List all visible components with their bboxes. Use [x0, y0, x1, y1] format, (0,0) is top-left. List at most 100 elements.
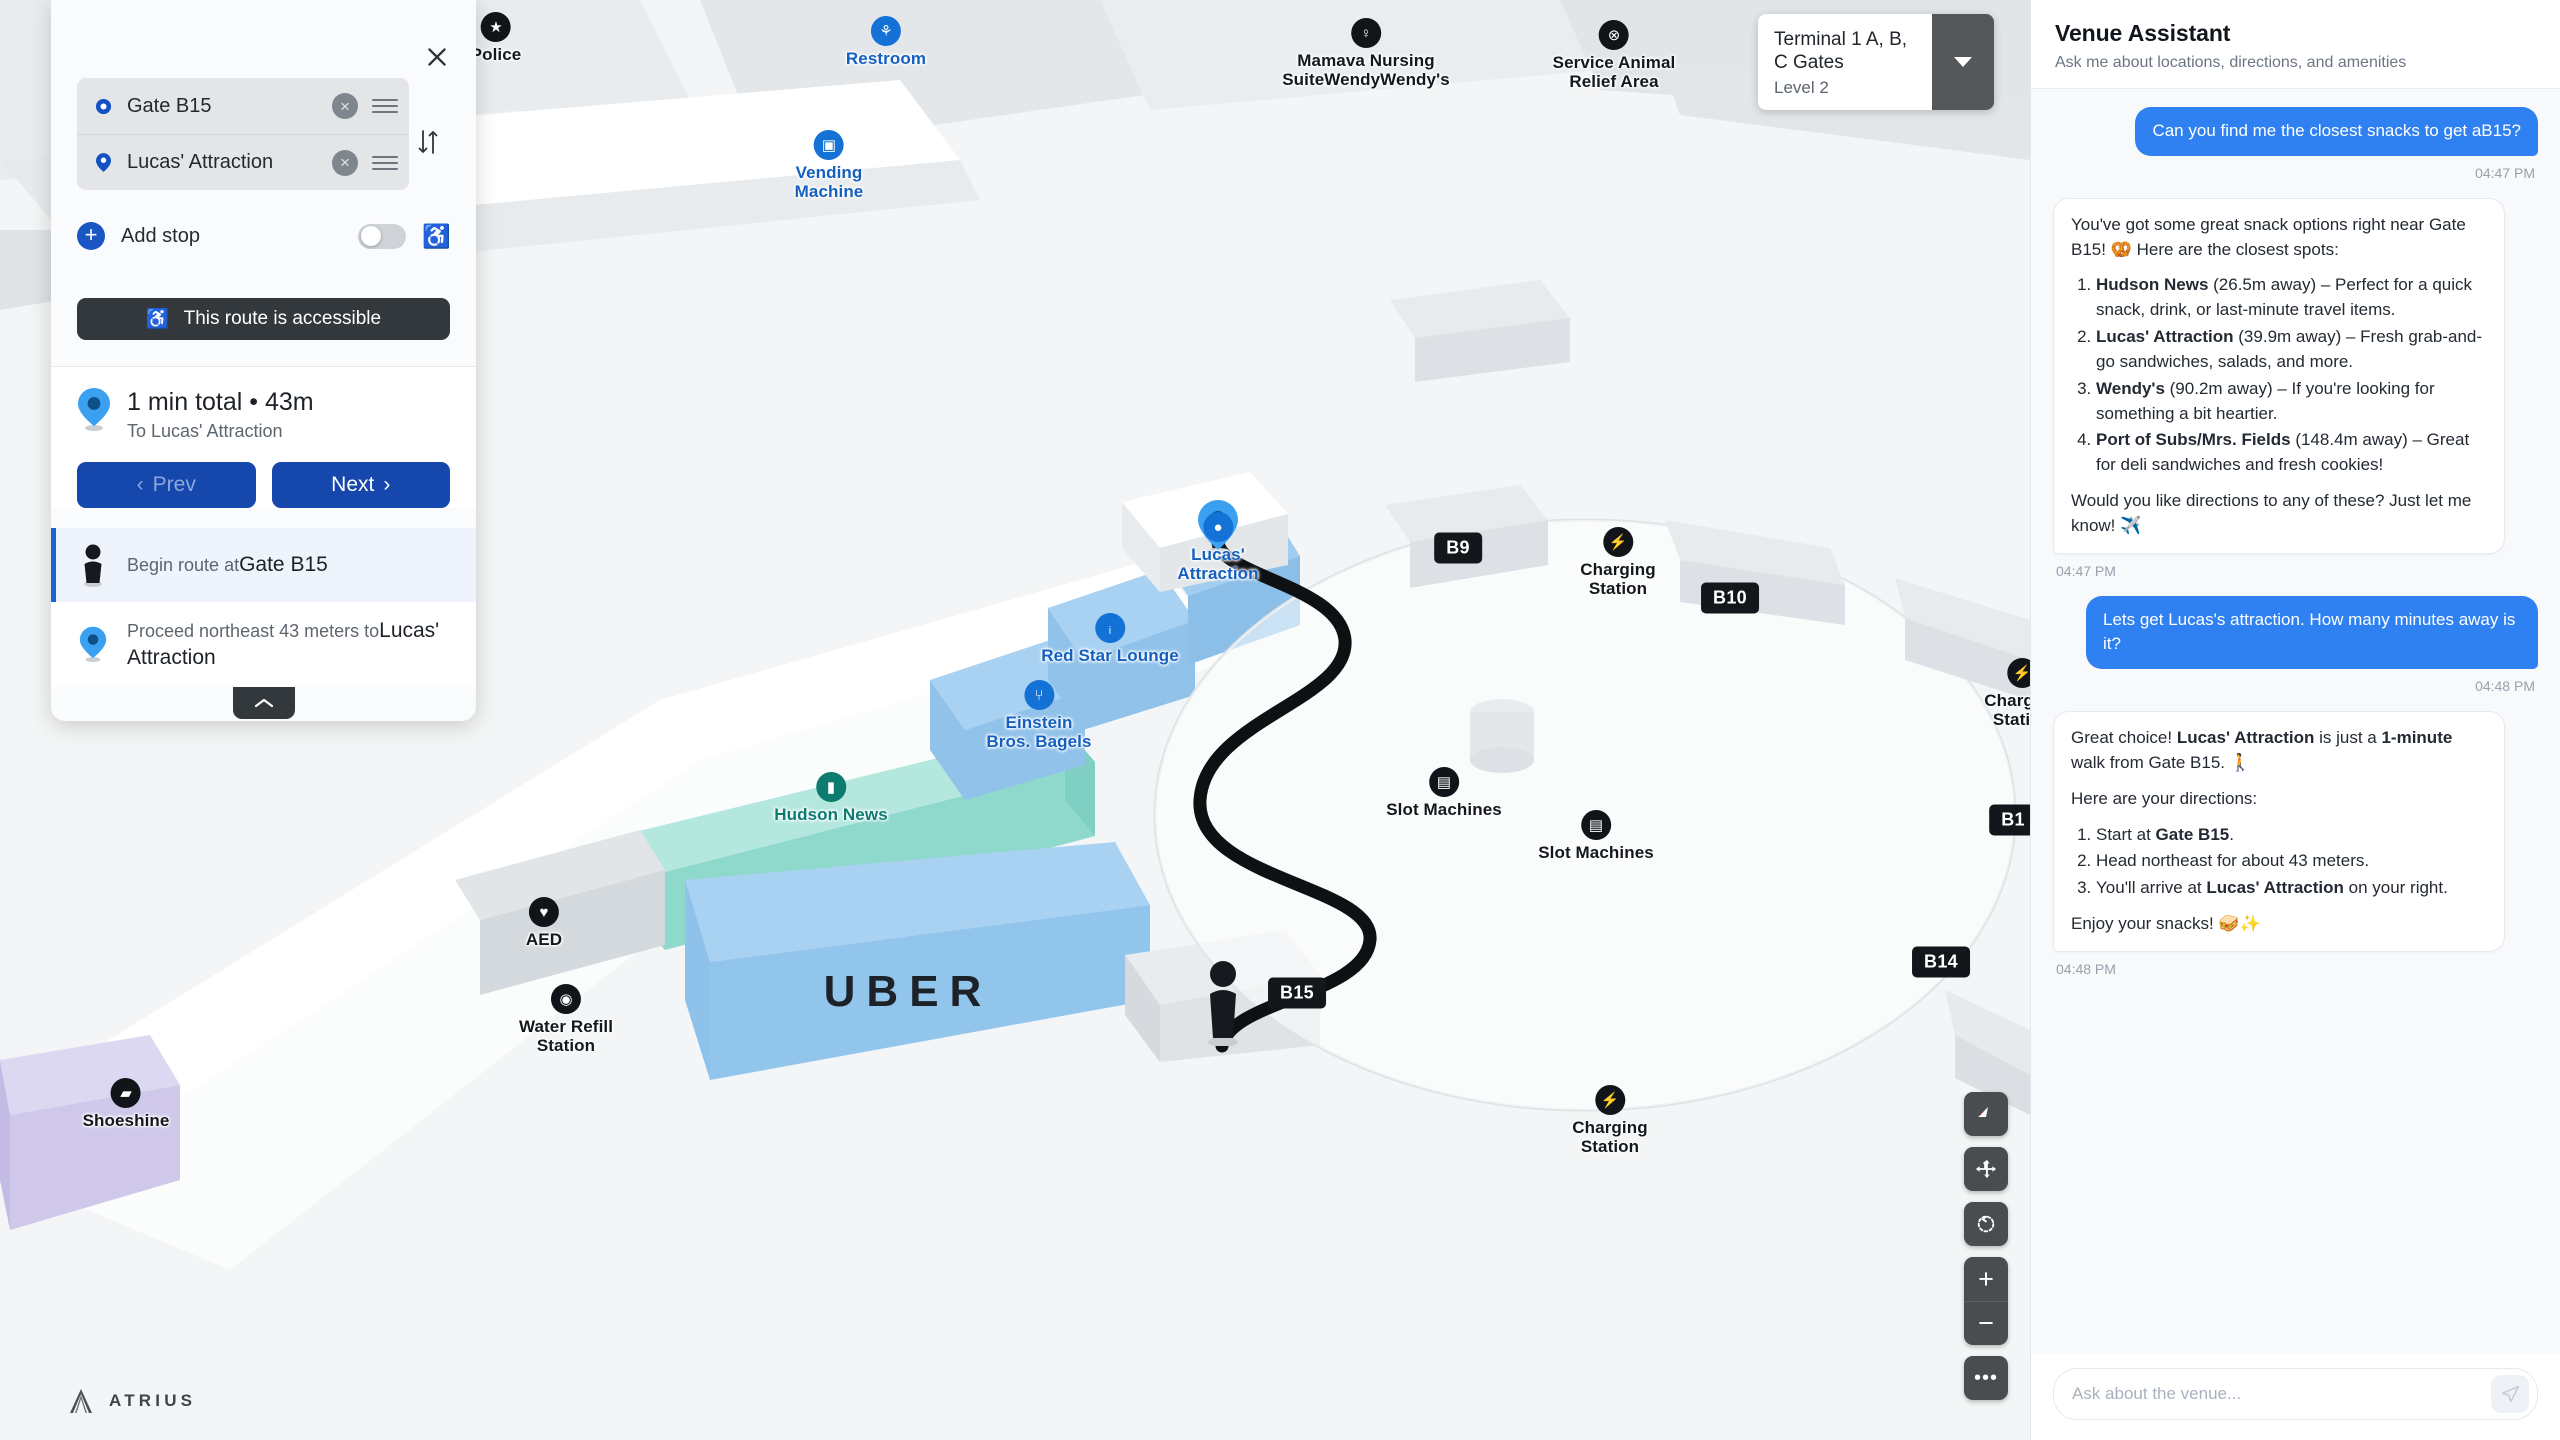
- map-poi[interactable]: ▰Shoeshine: [83, 1078, 170, 1130]
- service-animal-icon: ⊗: [1598, 20, 1629, 50]
- map-poi[interactable]: ♀Mamava Nursing SuiteWendyWendy's: [1282, 18, 1450, 89]
- timestamp-row: 04:48 PM: [2053, 672, 2538, 708]
- chat-composer-area: [2031, 1354, 2560, 1440]
- accessibility-toggle[interactable]: [358, 223, 406, 249]
- map-poi[interactable]: ◉Water Refill Station: [519, 984, 613, 1055]
- destination-field[interactable]: Lucas' Attraction ×: [77, 134, 409, 190]
- restaurant-icon: ⑂: [1023, 680, 1054, 710]
- route-step-place: Lucas' Attraction: [127, 619, 440, 670]
- more-options-icon[interactable]: •••: [1964, 1356, 2008, 1400]
- message-timestamp: 04:48 PM: [2056, 960, 2116, 977]
- restroom-icon: ⚘: [871, 16, 901, 46]
- message-list-item: Hudson News (26.5m away) – Perfect for a…: [2096, 273, 2487, 323]
- pan-icon[interactable]: [1964, 1147, 2008, 1191]
- venue-map[interactable]: UBER ⚘Restroom★Police⚘Restroom♀Mamava Nu…: [0, 0, 2030, 1440]
- chevron-down-icon[interactable]: [1932, 14, 1994, 111]
- chat-composer: [2053, 1368, 2538, 1420]
- place-name: Wendy's: [2096, 378, 2165, 398]
- message-timestamp: 04:47 PM: [2475, 164, 2535, 181]
- map-poi[interactable]: ⚡Charging Station: [1572, 1085, 1648, 1156]
- level-selector-text: Terminal 1 A, B, C Gates Level 2: [1758, 14, 1932, 110]
- map-poi[interactable]: ▣Vending Machine: [795, 130, 864, 201]
- map-poi[interactable]: ▮Hudson News: [774, 772, 888, 824]
- aed-icon: ♥: [528, 897, 559, 927]
- venue-assistant-panel: Venue Assistant Ask me about locations, …: [2030, 0, 2560, 1440]
- add-stop-label[interactable]: Add stop: [121, 224, 200, 247]
- map-poi-label: Charging Station: [1580, 560, 1656, 599]
- map-poi[interactable]: ▤Slot Machines: [1386, 767, 1502, 819]
- clear-destination-button[interactable]: ×: [332, 149, 358, 176]
- route-step-nav: ‹ Prev Next ›: [77, 462, 450, 508]
- route-step[interactable]: Proceed northeast 43 meters toLucas' Att…: [51, 602, 476, 687]
- chevron-up-icon[interactable]: [232, 686, 295, 719]
- message-bubble: Lets get Lucas's attraction. How many mi…: [2086, 595, 2538, 670]
- map-poi[interactable]: ⚡Charging Station: [1984, 658, 2030, 729]
- gate-badge[interactable]: B9: [1434, 532, 1482, 564]
- nursing-icon: ♀: [1351, 18, 1381, 48]
- route-step[interactable]: Begin route atGate B15: [51, 528, 476, 602]
- map-poi[interactable]: ⊗Service Animal Relief Area: [1553, 20, 1676, 91]
- message-list: Start at Gate B15.Head northeast for abo…: [2071, 823, 2487, 901]
- prev-step-button[interactable]: ‹ Prev: [77, 462, 256, 508]
- gate-badge[interactable]: B1: [1989, 804, 2030, 836]
- place-name: Port of Subs/Mrs. Fields: [2096, 430, 2291, 450]
- message-bubble: Can you find me the closest snacks to ge…: [2135, 107, 2538, 156]
- rotate-icon[interactable]: [1964, 1202, 2008, 1246]
- map-poi-label: Mamava Nursing SuiteWendyWendy's: [1282, 51, 1450, 90]
- map-poi[interactable]: ♥AED: [526, 897, 562, 949]
- chat-message-list[interactable]: Can you find me the closest snacks to ge…: [2031, 89, 2560, 1354]
- user-message: Lets get Lucas's attraction. How many mi…: [2053, 595, 2538, 670]
- gate-badge[interactable]: B15: [1268, 977, 1326, 1009]
- map-poi[interactable]: ⚡Charging Station: [1580, 527, 1656, 599]
- origin-drag-handle[interactable]: [372, 99, 398, 113]
- shop-icon: ▮: [815, 772, 846, 802]
- police-icon: ★: [481, 12, 511, 42]
- zoom-in-icon[interactable]: +: [1964, 1257, 2008, 1301]
- zoom-controls: + −: [1964, 1257, 2008, 1345]
- send-icon[interactable]: [2491, 1375, 2529, 1413]
- bar-icon: ᵢ: [1094, 613, 1125, 643]
- origin-field[interactable]: Gate B15 ×: [77, 78, 409, 134]
- map-poi-label: Vending Machine: [794, 163, 864, 202]
- map-poi-label: Lucas' Attraction: [1177, 545, 1259, 584]
- level-selector[interactable]: Terminal 1 A, B, C Gates Level 2: [1758, 14, 1994, 111]
- add-stop-row: + Add stop ♿: [77, 216, 451, 256]
- map-poi[interactable]: ▤Slot Machines: [1538, 810, 1654, 862]
- origin-value: Gate B15: [127, 94, 212, 117]
- message-timestamp: 04:48 PM: [2475, 678, 2535, 695]
- next-step-button[interactable]: Next ›: [271, 462, 450, 508]
- atrius-wordmark: ATRIUS: [109, 1391, 197, 1410]
- message-outro: Enjoy your snacks! 🥪✨: [2071, 914, 2261, 934]
- destination-drag-handle[interactable]: [372, 155, 398, 170]
- route-field-group: Gate B15 × Lucas' Attraction ×: [77, 78, 409, 190]
- map-poi[interactable]: ★Police: [471, 12, 522, 64]
- gate-badge[interactable]: B14: [1912, 946, 1970, 978]
- map-poi[interactable]: ●Lucas' Attraction: [1177, 512, 1259, 584]
- map-controls: + − •••: [1964, 1092, 2008, 1400]
- timestamp-row: 04:47 PM: [2053, 159, 2538, 195]
- assistant-message: You've got some great snack options righ…: [2053, 197, 2538, 554]
- gate-badge[interactable]: B10: [1701, 582, 1759, 614]
- message-list-item: Start at Gate B15.: [2096, 823, 2487, 848]
- compass-icon[interactable]: [1964, 1092, 2008, 1136]
- map-poi[interactable]: ⑂Einstein Bros. Bagels: [986, 680, 1091, 751]
- clear-origin-button[interactable]: ×: [332, 93, 358, 119]
- add-stop-plus-icon[interactable]: +: [77, 222, 105, 250]
- zoom-out-icon[interactable]: −: [1964, 1301, 2008, 1345]
- accessible-route-label: This route is accessible: [183, 308, 382, 329]
- chat-input[interactable]: [2072, 1375, 2483, 1413]
- route-step-text: Proceed northeast 43 meters toLucas' Att…: [127, 617, 450, 672]
- wheelchair-icon: ♿: [422, 222, 451, 249]
- route-panel-collapse-handle[interactable]: [51, 686, 476, 721]
- close-icon[interactable]: [420, 40, 454, 74]
- charging-station-icon: ⚡: [1602, 527, 1633, 557]
- destination-pin-icon: [93, 153, 113, 172]
- message-timestamp: 04:47 PM: [2056, 562, 2116, 579]
- route-panel: Gate B15 × Lucas' Attraction ×: [51, 0, 476, 721]
- swap-endpoints-button[interactable]: [416, 128, 444, 161]
- water-refill-icon: ◉: [551, 984, 581, 1014]
- map-poi-label: Charging Station: [1984, 691, 2030, 730]
- message-list: Hudson News (26.5m away) – Perfect for a…: [2071, 273, 2487, 478]
- map-poi[interactable]: ⚘Restroom: [846, 16, 926, 68]
